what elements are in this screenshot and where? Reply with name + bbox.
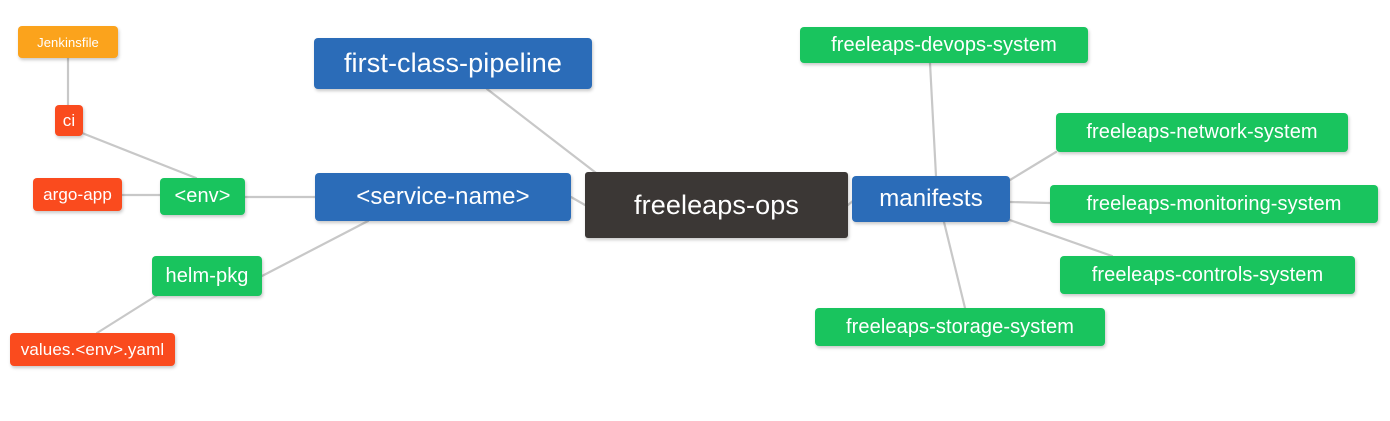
node-label: values.<env>.yaml xyxy=(20,339,165,359)
edge-root-first-class-pipeline xyxy=(485,87,602,178)
node-jenkinsfile[interactable]: Jenkinsfile xyxy=(18,26,118,58)
node-ci[interactable]: ci xyxy=(55,105,83,136)
node-manifests[interactable]: manifests xyxy=(852,176,1010,222)
node-label: <service-name> xyxy=(356,183,530,210)
edge-env-ci xyxy=(80,131,198,180)
node-freeleaps-network-system[interactable]: freeleaps-network-system xyxy=(1056,113,1348,152)
node-freeleaps-storage-system[interactable]: freeleaps-storage-system xyxy=(815,308,1105,346)
edge-manifests-controls-system xyxy=(1005,217,1114,258)
node-label: first-class-pipeline xyxy=(343,48,563,78)
node-label: argo-app xyxy=(43,184,112,204)
node-label: freeleaps-ops xyxy=(634,189,799,220)
node-label: freeleaps-controls-system xyxy=(1091,263,1324,286)
node-label: freeleaps-network-system xyxy=(1086,121,1318,143)
node-label: ci xyxy=(62,110,76,130)
edge-manifests-monitoring-system xyxy=(1008,200,1052,205)
node-label: Jenkinsfile xyxy=(37,34,99,50)
edge-manifests-devops-system xyxy=(928,61,938,178)
node-label: helm-pkg xyxy=(165,264,249,287)
edge-manifests-storage-system xyxy=(942,220,967,310)
edge-service-name-helm-pkg xyxy=(260,219,370,278)
node-freeleaps-monitoring-system[interactable]: freeleaps-monitoring-system xyxy=(1050,185,1378,223)
edge-manifests-network-system xyxy=(1008,150,1058,182)
node-label: manifests xyxy=(879,185,983,212)
edge-helm-pkg-values-yaml xyxy=(95,292,161,335)
node-values-yaml[interactable]: values.<env>.yaml xyxy=(10,333,175,366)
node-env[interactable]: <env> xyxy=(160,178,245,215)
node-freeleaps-devops-system[interactable]: freeleaps-devops-system xyxy=(800,27,1088,63)
node-freeleaps-controls-system[interactable]: freeleaps-controls-system xyxy=(1060,256,1355,294)
node-label: freeleaps-monitoring-system xyxy=(1086,192,1342,215)
node-service-name[interactable]: <service-name> xyxy=(315,173,571,221)
node-label: freeleaps-storage-system xyxy=(845,315,1075,338)
node-first-class-pipeline[interactable]: first-class-pipeline xyxy=(314,38,592,89)
node-helm-pkg[interactable]: helm-pkg xyxy=(152,256,262,296)
node-label: freeleaps-devops-system xyxy=(831,33,1057,56)
edge-root-service-name xyxy=(569,195,587,207)
node-freeleaps-ops[interactable]: freeleaps-ops xyxy=(585,172,848,238)
node-label: <env> xyxy=(174,185,231,207)
node-argo-app[interactable]: argo-app xyxy=(33,178,122,211)
